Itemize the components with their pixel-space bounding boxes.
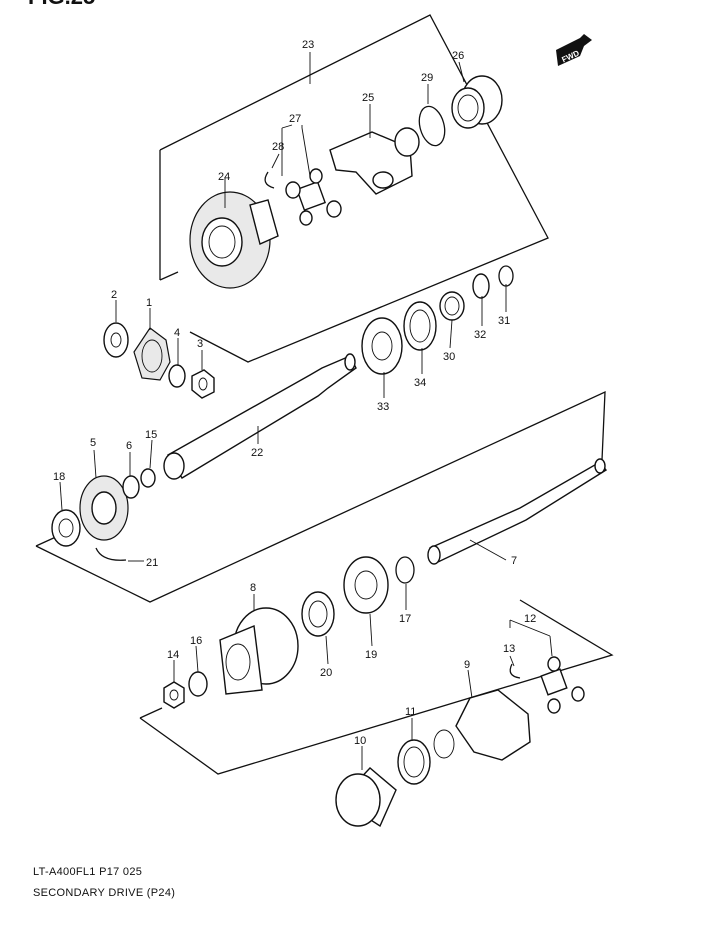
part-label-12: 12 [524,613,536,625]
group-frame-lower [139,599,614,775]
part-6-washer [122,475,140,499]
part-label-1: 1 [146,297,152,309]
part-label-26: 26 [452,50,464,62]
part-label-24: 24 [218,171,230,183]
part-31-circlip [498,265,514,287]
part-label-33: 33 [377,401,389,413]
part-28-circlip [264,171,275,189]
part-21-circlip [95,547,127,561]
part-18-bearing [51,509,81,547]
part-26-boot [451,75,503,129]
part-label-21: 21 [146,557,158,569]
part-29-ring [418,105,446,147]
part-label-18: 18 [53,471,65,483]
part-32-washer [472,273,490,299]
model-code: LT-A400FL1 P17 025 [33,866,143,878]
part-label-22: 22 [251,447,263,459]
part-label-17: 17 [399,613,411,625]
part-label-10: 10 [354,735,366,747]
part-22-shaft [163,353,357,480]
part-label-19: 19 [365,649,377,661]
part-16-washer [188,671,208,697]
part-9-yoke [433,689,531,761]
part-label-31: 31 [498,315,510,327]
part-label-28: 28 [272,141,284,153]
part-label-7: 7 [511,555,517,567]
part-label-11: 11 [405,706,416,718]
diagram-title: SECONDARY DRIVE (P24) [33,887,176,899]
part-20-seal [301,591,335,637]
part-label-15: 15 [145,429,157,441]
part-label-5: 5 [90,437,96,449]
part-label-23: 23 [302,39,314,51]
part-5-gear [79,475,129,541]
part-label-13: 13 [503,643,515,655]
part-label-4: 4 [174,327,180,339]
part-14-nut [163,681,185,709]
part-label-14: 14 [167,649,179,661]
part-30-spacer [439,291,465,321]
part-label-34: 34 [414,377,426,389]
part-34-oil-seal [403,301,437,351]
fwd-arrow-icon: FWD [556,34,592,66]
part-label-3: 3 [197,338,203,350]
part-24-flange [189,191,279,289]
part-label-16: 16 [190,635,202,647]
part-13-circlip [509,663,521,679]
part-label-6: 6 [126,440,132,452]
part-25-yoke [329,127,420,195]
part-label-32: 32 [474,329,486,341]
part-2-shim [103,322,129,358]
part-label-25: 25 [362,92,374,104]
part-3-nut [191,369,215,399]
part-8-yoke [219,607,299,695]
part-label-27: 27 [289,113,301,125]
group-frame-upper [159,14,549,363]
part-label-30: 30 [443,351,455,363]
part-label-29: 29 [421,72,433,84]
part-17-circlip [395,556,415,584]
part-19-bearing [343,556,389,614]
part-33-bearing [361,317,403,375]
part-15-spacer [140,468,156,488]
leader-lines [59,52,553,770]
part-11-clamp [397,739,431,785]
part-labels: 23 24 27 28 25 29 26 2 1 4 3 22 33 34 30… [53,39,536,747]
part-4-washer [168,364,186,388]
part-10-boot [335,767,397,828]
part-label-8: 8 [250,582,256,594]
part-label-2: 2 [111,289,117,301]
part-27-spider [285,168,342,226]
part-7-drive-shaft [427,458,608,565]
part-1-bevel-gear [133,327,171,381]
part-12-spider [540,656,585,714]
figure-label: FIG.25 [28,0,95,9]
part-label-20: 20 [320,667,332,679]
part-label-9: 9 [464,659,470,671]
